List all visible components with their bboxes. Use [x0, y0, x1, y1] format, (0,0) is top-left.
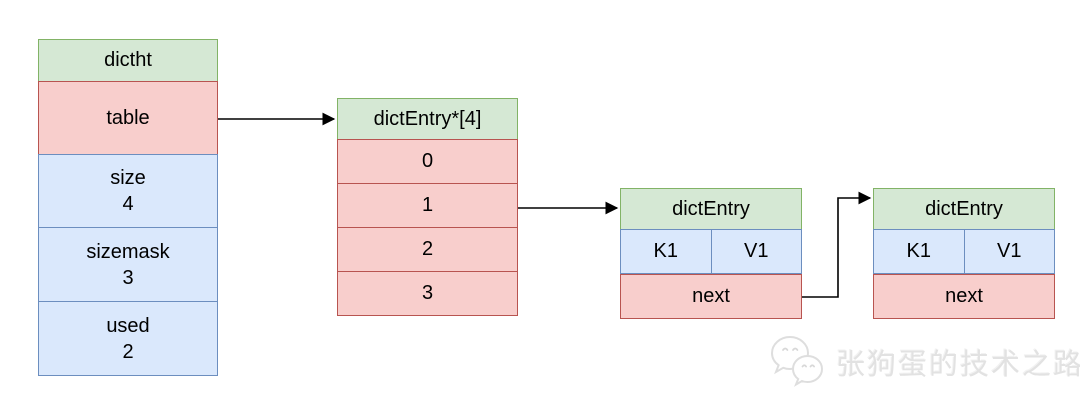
dictht-box: dictht table size 4 sizemask 3 used 2 [38, 39, 218, 376]
dictht-title: dictht [38, 39, 218, 82]
bucket-slot-0: 0 [337, 139, 518, 184]
dict-entry-1-title: dictEntry [620, 188, 802, 230]
watermark: 张狗蛋的技术之路 [764, 336, 1080, 388]
bucket-slot-1: 1 [337, 183, 518, 228]
dict-entry-1-next: next [620, 274, 802, 319]
dict-entry-1-box: dictEntry K1 V1 next [620, 188, 802, 319]
dict-entry-1-kv-row: K1 V1 [620, 229, 802, 274]
dict-entry-2-box: dictEntry K1 V1 next [873, 188, 1055, 319]
dictht-row-size: size 4 [38, 154, 218, 228]
dict-entry-2-kv-row: K1 V1 [873, 229, 1055, 274]
bucket-array-title: dictEntry*[4] [337, 98, 518, 140]
dict-entry-2-title: dictEntry [873, 188, 1055, 230]
size-value: 4 [122, 193, 134, 215]
dict-entry-2-value: V1 [963, 229, 1055, 274]
dict-entry-2-key: K1 [873, 229, 965, 274]
bucket-array-box: dictEntry*[4] 0 1 2 3 [337, 98, 518, 316]
dictht-row-sizemask: sizemask 3 [38, 227, 218, 302]
dictht-row-table: table [38, 81, 218, 155]
used-label: used [106, 314, 150, 337]
watermark-text: 张狗蛋的技术之路 [836, 349, 1080, 381]
size-label: size [110, 167, 146, 189]
bucket-slot-3: 3 [337, 271, 518, 316]
dictht-row-used: used 2 [38, 301, 218, 376]
used-value: 2 [122, 340, 134, 363]
dict-entry-2-next: next [873, 274, 1055, 319]
sizemask-label: sizemask [86, 240, 170, 263]
sizemask-value: 3 [122, 266, 134, 289]
bucket-slot-2: 2 [337, 227, 518, 272]
dict-entry-1-key: K1 [620, 229, 712, 274]
wechat-bubbles-icon [770, 336, 824, 387]
arrow-next-to-entry2 [802, 191, 872, 298]
dict-entry-1-value: V1 [710, 229, 802, 274]
